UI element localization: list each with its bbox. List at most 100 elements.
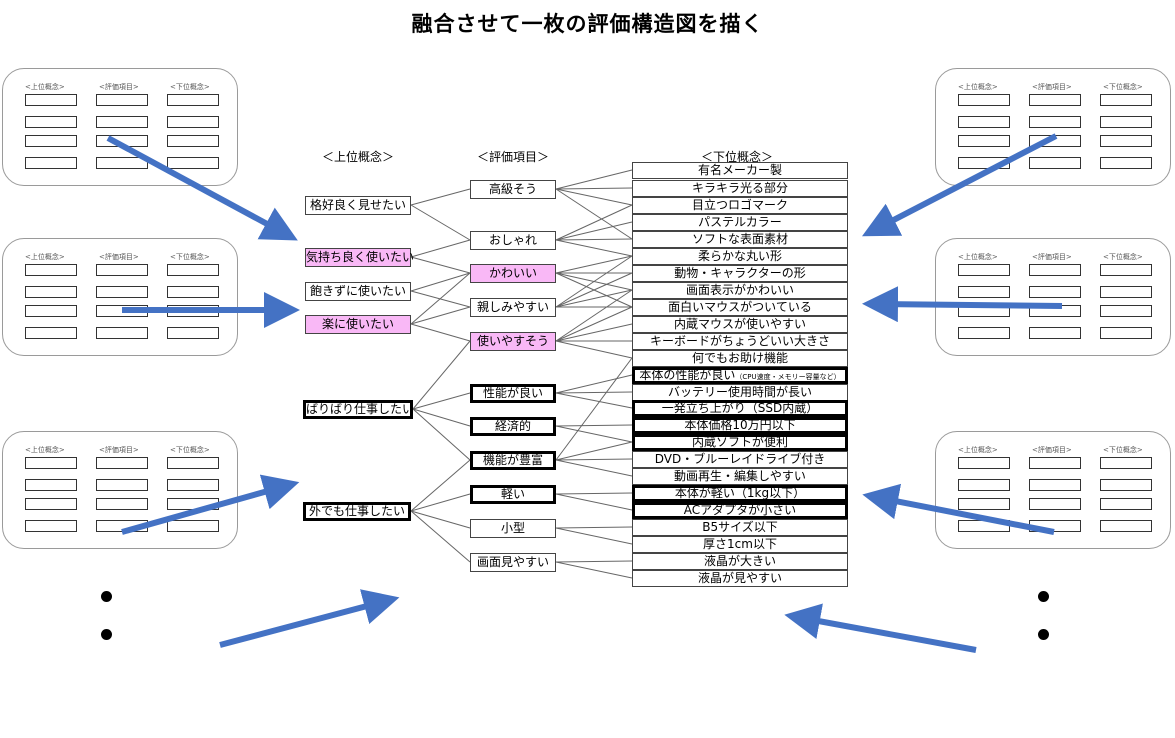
blue-arrow — [784, 603, 977, 653]
column-header-upper: ＜上位概念＞ — [322, 150, 395, 164]
mini-header-upper: <上位概念> — [25, 253, 65, 261]
upper-concept-node: 飽きずに使いたい — [305, 282, 411, 301]
mini-cell — [167, 327, 219, 339]
mini-cell — [1100, 116, 1152, 128]
lower-concept-label: DVD・ブルーレイドライブ付き — [654, 452, 826, 466]
mini-cell — [25, 135, 77, 147]
eval-item-node: 性能が良い — [470, 384, 556, 403]
lower-concept-row: 柔らかな丸い形 — [632, 248, 848, 265]
lower-concept-label: パステルカラー — [698, 215, 782, 229]
mini-cell — [1100, 157, 1152, 169]
mini-cell — [1029, 498, 1081, 510]
mini-cell — [25, 498, 77, 510]
mini-cell — [96, 479, 148, 491]
lower-concept-row: 厚さ1cm以下 — [632, 536, 848, 553]
connection-line — [410, 204, 471, 241]
mini-cell — [958, 327, 1010, 339]
mini-cell — [1100, 520, 1152, 532]
mini-header-lower: <下位概念> — [170, 253, 210, 261]
mini-cell — [167, 457, 219, 469]
mini-cell — [167, 286, 219, 298]
connection-line — [555, 188, 633, 240]
lower-concept-row: 動物・キャラクターの形 — [632, 265, 848, 282]
mini-header-upper: <上位概念> — [25, 446, 65, 454]
connection-line — [555, 561, 633, 579]
connection-line — [555, 272, 633, 308]
connection-line — [555, 424, 633, 427]
mini-cell — [1029, 479, 1081, 491]
lower-concept-label: 液晶が見やすい — [697, 571, 782, 585]
lower-concept-row: 本体価格10万円以下 — [632, 417, 848, 434]
lower-concept-row: 動画再生・編集しやすい — [632, 468, 848, 485]
column-header-lower: ＜下位概念＞ — [701, 150, 774, 164]
mini-header-eval: <評価項目> — [1032, 83, 1072, 91]
eval-item-node: 機能が豊富 — [470, 451, 556, 470]
lower-concept-label: 内蔵ソフトが便利 — [691, 435, 788, 449]
connection-line — [555, 459, 633, 477]
connection-line — [555, 441, 633, 461]
blue-arrow — [862, 133, 1058, 237]
mini-cell — [1029, 94, 1081, 106]
mini-sheet: <上位概念><評価項目><下位概念> — [935, 68, 1171, 186]
lower-concept-row: ACアダプタが小さい — [632, 502, 848, 519]
mini-cell — [167, 479, 219, 491]
lower-concept-label: 本体価格10万円以下 — [684, 418, 796, 432]
mini-cell — [1100, 327, 1152, 339]
mini-header-upper: <上位概念> — [958, 83, 998, 91]
connection-line — [410, 239, 471, 258]
mini-cell — [958, 498, 1010, 510]
lower-concept-row: 液晶が見やすい — [632, 570, 848, 587]
lower-concept-row: パステルカラー — [632, 214, 848, 231]
mini-cell — [1029, 264, 1081, 276]
connection-line — [412, 392, 471, 410]
lower-concept-label: 一発立ち上がり（SSD内蔵） — [661, 401, 819, 415]
lower-concept-label: キーボードがちょうどいい大きさ — [649, 334, 830, 348]
blue-arrow — [219, 589, 400, 648]
lower-concept-label: 何でもお助け機能 — [691, 351, 788, 365]
connection-line — [555, 255, 633, 274]
lower-concept-label: 動画再生・編集しやすい — [674, 469, 806, 483]
lower-concept-label: ソフトな表面素材 — [691, 232, 788, 246]
mini-cell — [958, 457, 1010, 469]
lower-concept-label: 本体が軽い（1kg以下） — [674, 486, 806, 500]
blue-arrow — [121, 474, 300, 535]
column-header-eval: ＜評価項目＞ — [477, 150, 550, 164]
lower-concept-row: 液晶が大きい — [632, 553, 848, 570]
lower-concept-row: B5サイズ以下 — [632, 519, 848, 536]
lower-concept-note: （CPU速度・メモリー容量など） — [735, 373, 841, 381]
ellipsis-dot — [101, 629, 112, 640]
connection-line — [410, 493, 471, 512]
mini-cell — [96, 116, 148, 128]
mini-header-upper: <上位概念> — [958, 253, 998, 261]
lower-concept-row: 本体が軽い（1kg以下） — [632, 485, 848, 502]
mini-cell — [167, 135, 219, 147]
lower-concept-label: 厚さ1cm以下 — [703, 537, 777, 551]
lower-concept-row: 本体の性能が良い（CPU速度・メモリー容量など） — [632, 367, 848, 384]
connection-line — [555, 239, 633, 257]
connection-line — [555, 188, 633, 206]
page-title: 融合させて一枚の評価構造図を描く — [411, 12, 764, 36]
mini-cell — [1100, 135, 1152, 147]
mini-cell — [1100, 457, 1152, 469]
ellipsis-dot — [1038, 591, 1049, 602]
mini-cell — [25, 520, 77, 532]
mini-cell — [96, 286, 148, 298]
mini-header-eval: <評価項目> — [99, 253, 139, 261]
mini-header-eval: <評価項目> — [1032, 253, 1072, 261]
eval-item-node: 軽い — [470, 485, 556, 504]
mini-cell — [1100, 94, 1152, 106]
connection-line — [410, 459, 471, 512]
mini-header-lower: <下位概念> — [1103, 253, 1143, 261]
connection-line — [555, 340, 633, 359]
lower-concept-row: 有名メーカー製 — [632, 162, 848, 179]
mini-cell — [25, 327, 77, 339]
mini-cell — [25, 94, 77, 106]
mini-sheet: <上位概念><評価項目><下位概念> — [2, 431, 238, 549]
eval-item-node: かわいい — [470, 264, 556, 283]
mini-cell — [25, 157, 77, 169]
upper-concept-node: 外でも仕事したい — [303, 502, 411, 521]
mini-cell — [958, 135, 1010, 147]
connection-line — [555, 391, 633, 394]
connection-line — [555, 458, 633, 461]
